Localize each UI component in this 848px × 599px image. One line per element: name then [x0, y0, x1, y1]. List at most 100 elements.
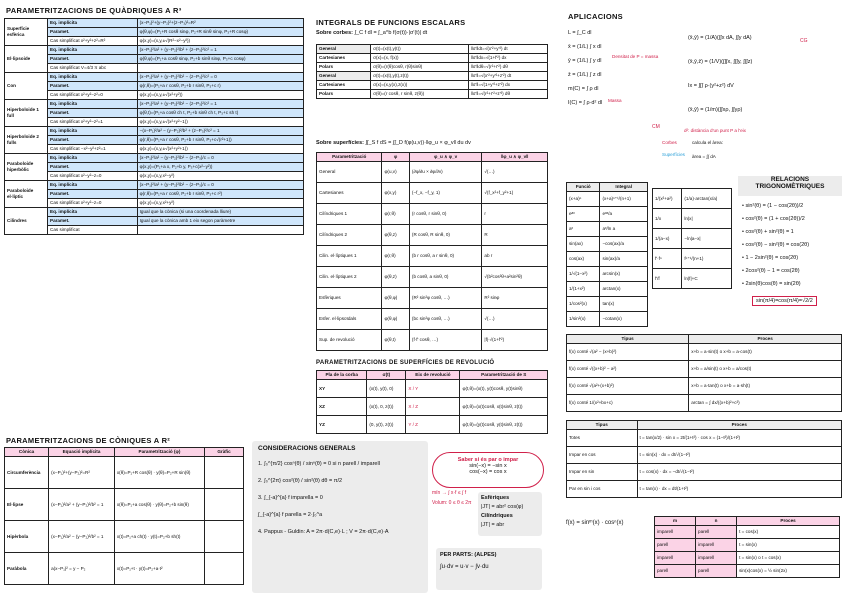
quadric-row: Paramet.Igual que la cònica amb 1 eix se… [5, 216, 305, 226]
mn-cell: imparell [653, 525, 697, 539]
param3d-header-cell: φ_u ∧ φ_v [408, 152, 483, 162]
curve-label: Sobre corbes: [316, 30, 353, 36]
conic-par: x(t)=P₁+t · y(t)=P₂+a·t² [113, 552, 206, 585]
revolution-header-cell: Parametrització de S [459, 370, 548, 380]
param3d-cross: (R cosθ, R sinθ, 0) [408, 224, 483, 246]
param3d-norm: √(…) [481, 161, 548, 183]
param3d-norm: R² sinφ [481, 287, 548, 309]
integral-table-row: 1/(x²+a²)(1/a)·arctan(x/a) [651, 188, 732, 209]
revolution-sigma: (0, y(t), z(t)) [366, 415, 407, 434]
quadric-par: φ(r,θ)=(P₁+a r cosθ, P₂+b r sinθ, P₃+c√(… [136, 135, 305, 145]
param3d-cross: (∂φ/∂u × ∂φ/∂v) [408, 161, 483, 183]
integral-result: sin(ax)/a [599, 251, 648, 267]
surface-formula: ∫∫_S f dS = ∫∫_D f(φ(u,v))·‖φ_u × φ_v‖ d… [365, 140, 471, 146]
integral-function: 1/(a−x) [651, 228, 683, 249]
integral-function: 1/(x²+a²) [651, 188, 683, 209]
trig-substitution-type: Impar en sin [566, 463, 638, 481]
substitution-process: x+b = a/sin(t) o x+b = a/cos(t) [688, 360, 842, 378]
integral-table-row: 1/(1+x²)arctan(x) [565, 281, 648, 297]
quadric-impl-label: Eq. implícita [47, 180, 138, 190]
mn-cell: sin(x)cos(x) = ½ sin(2x) [736, 564, 840, 578]
quadric-row: Cas simplificat [5, 225, 305, 235]
trig-identity: • 1 − 2sin²(θ) = cos(2θ) [742, 255, 799, 261]
integral-function: (x+a)ⁿ [565, 191, 601, 207]
integral-table-row: (x+a)ⁿ(x+a)ⁿ⁺¹/(n+1) [565, 191, 648, 207]
revolution-par: φ(t,θ)=(x(t)cosθ, x(t)sinθ, z(t)) [459, 397, 548, 416]
param3d-cross: (−f_x, −f_y, 1) [408, 182, 483, 204]
substitution-type: f(x) conté √(a²+(x+b)²) [565, 377, 690, 395]
param3d-cross: (b r cosθ, a r sinθ, 0) [408, 245, 483, 267]
mn-cell: t = cos(x) [736, 525, 840, 539]
integral-result: (x+a)ⁿ⁺¹/(n+1) [599, 191, 648, 207]
quadric-case: φ(x,y)=(x,y,x²+y²) [136, 198, 305, 208]
integral-function: f'·fⁿ [651, 248, 683, 269]
parity-note-title: Saber si és par o impar [457, 457, 519, 463]
revolution-par: φ(t,θ)=(x(t), y(t)cosθ, y(t)sinθ) [459, 379, 548, 398]
trig-identity: • 2sin(θ)cos(θ) = sin(2θ) [742, 281, 801, 287]
quadric-impl: (x−P₁)²+(y−P₂)²+(z−P₃)²=R² [136, 18, 305, 28]
applications-title: Aplicacions [568, 12, 623, 21]
extra-note-2: Volum: 0 ≤ θ ≤ 2π [432, 500, 472, 506]
application-formula: I(C) = ∫ ρ·d² dl [568, 100, 603, 106]
parts-title: Per parts: (ALPES) [440, 552, 497, 558]
quadric-impl-label: Eq. implícita [47, 126, 138, 136]
integral-type: Polars [315, 62, 372, 72]
param3d-header-cell: Parametrització [315, 152, 383, 162]
quadric-impl-label: Eq. implícita [47, 153, 138, 163]
integral-dl: ‖σ'‖dt=√(x'²+y'²) dt [467, 44, 549, 54]
quadric-impl-label: Eq. implícita [47, 18, 138, 28]
application-formula: x̄ = (1/L) ∫ x dl [568, 44, 602, 50]
param3d-phi: φ(x,y) [381, 182, 410, 204]
application-formula: Ix = ∫∫∫ ρ·(y²+z²) dV [688, 83, 734, 89]
revolution-axis: X / Y [405, 379, 461, 398]
integral-table-header-cell: Funció [565, 182, 601, 192]
revolution-header-cell: Eix de revolució [405, 370, 461, 380]
quadric-row: Paramet.φ(θ,φ)=(P₁+R cosθ sinφ, P₂+R sin… [5, 27, 305, 37]
quadric-impl: Igual que la cònica (si una coordenada l… [136, 207, 305, 217]
surface-formula-row: Sobre superfícies: ∫∫_S f dS = ∫∫_D f(φ(… [316, 140, 471, 146]
param3d-norm: r [481, 203, 548, 225]
integral-result: arcsin(x) [599, 266, 648, 282]
integral-table-row: 1/sin²(x)−cotan(x) [565, 311, 648, 327]
quadric-case [136, 225, 305, 235]
trig-identity: • cos²(θ) − sin²(θ) = cos(2θ) [742, 242, 810, 248]
quadric-par-label: Paramet. [47, 81, 138, 91]
substitution-process: x+b = a·tan(t) o x+b = a·sh(t) [688, 377, 842, 395]
trig-identity: • 2cos²(θ) − 1 = cos(2θ) [742, 268, 800, 274]
integral-result: arctan(x) [599, 281, 648, 297]
param3d-header-cell: ‖φ_u ∧ φ_v‖ [481, 152, 548, 162]
quadric-impl-label: Eq. implícita [47, 99, 138, 109]
substitution-row: f(x) conté √(a²+(x+b)²)x+b = a·tan(t) o … [565, 377, 842, 395]
param3d-name: Cilíndriques 2 [315, 224, 383, 246]
trig-title: Relacions trigonomètriques [738, 176, 842, 196]
conic-par: x(t)=P₁+a ch(t) · y(t)=P₂+b sh(t) [113, 520, 206, 553]
quadric-case: φ(x,y)=(x,y,±√(R²−x²−y²)) [136, 36, 305, 46]
quadric-row: Paramet.φ(r,θ)=(P₁+a r cosθ, P₂+b r sinθ… [5, 135, 305, 145]
param3d-phi: φ(r,θ) [381, 203, 410, 225]
revolution-sigma: (x(t), 0, z(t)) [366, 397, 407, 416]
cylindrical-jacobian: |JT| = abr [481, 522, 505, 528]
quadric-name: Hiperboloide 2 fulls [4, 126, 48, 154]
quadric-case [136, 63, 305, 73]
conics-header-cell: Gràfic [204, 447, 244, 457]
quadric-row: Paramet.φ(θ,t)=(P₁+a cosθ ch t, P₂+b sin… [5, 108, 305, 118]
quadric-par-label: Paramet. [47, 135, 138, 145]
quadric-par-label: Paramet. [47, 216, 138, 226]
